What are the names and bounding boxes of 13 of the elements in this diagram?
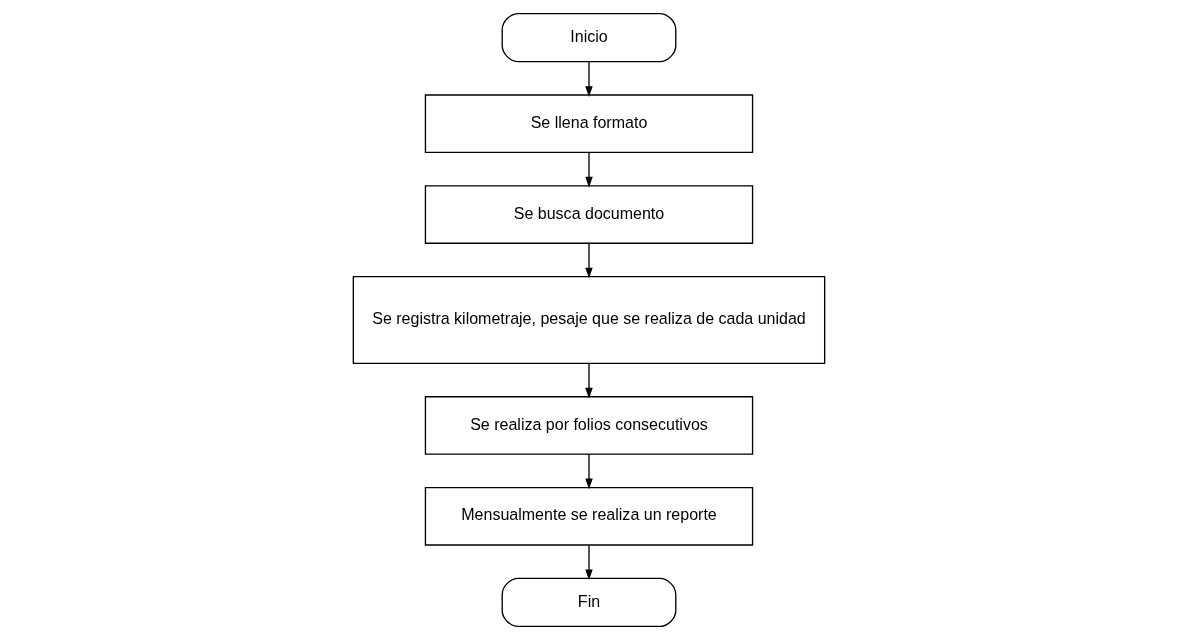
node-box: Se registra kilometraje, pesaje que se realiza de cada unidad bbox=[352, 275, 826, 365]
node-box: Mensualmente se realiza un reporte bbox=[424, 486, 754, 546]
arrow bbox=[585, 242, 593, 279]
arrow bbox=[585, 61, 593, 97]
arrow bbox=[585, 363, 593, 399]
node-box: Se llena formato bbox=[424, 94, 754, 154]
node-box: Se busca documento bbox=[424, 185, 754, 244]
node-box: Inicio bbox=[501, 12, 677, 63]
arrow bbox=[585, 151, 593, 188]
arrow bbox=[585, 544, 593, 581]
node-box: Se realiza por folios consecutivos bbox=[424, 396, 754, 455]
node-box: Fin bbox=[501, 577, 677, 628]
arrow bbox=[585, 453, 593, 490]
